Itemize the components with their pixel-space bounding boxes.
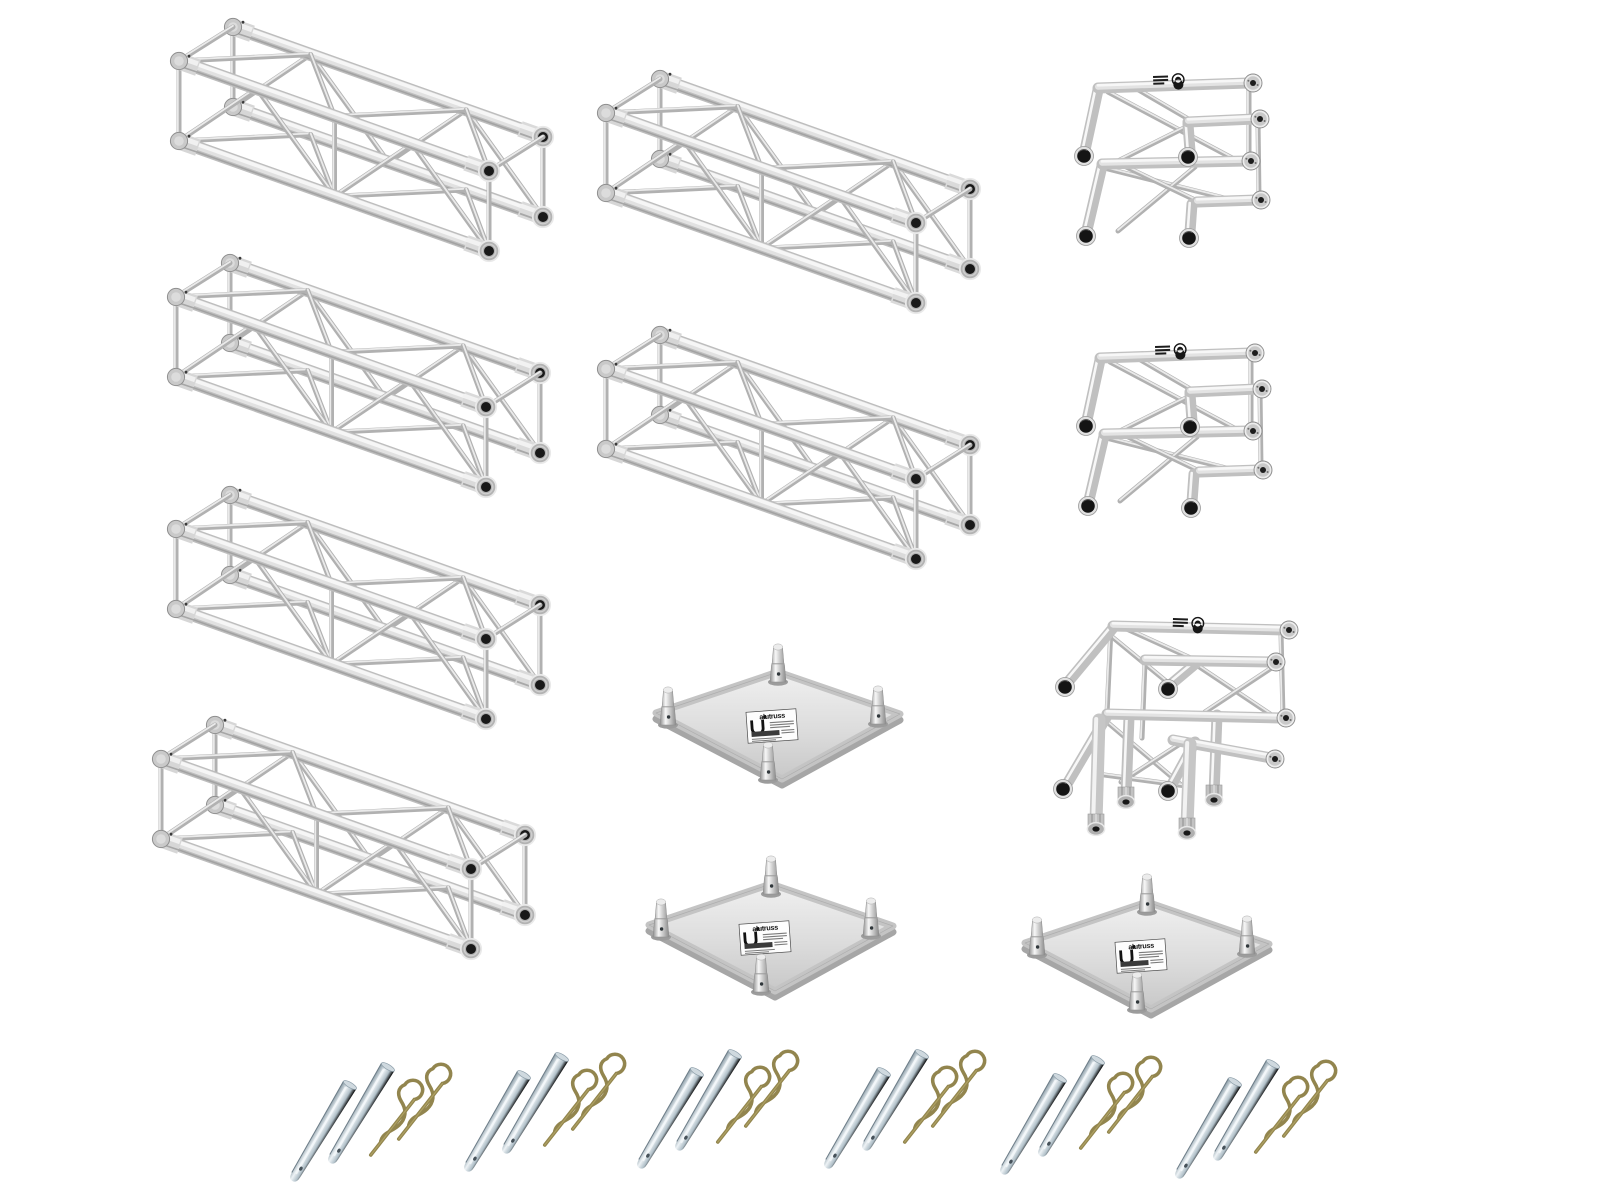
- straight-truss-5: [597, 70, 980, 313]
- straight-truss-4: [152, 716, 535, 959]
- base-plate-3: [1025, 874, 1269, 1015]
- straight-truss-2: [167, 254, 550, 497]
- connector-set-6: [1171, 1057, 1339, 1182]
- corner-3way-1: [1054, 617, 1299, 840]
- connector-set-5: [996, 1053, 1164, 1178]
- straight-truss-1: [170, 18, 553, 261]
- straight-truss-3: [167, 486, 550, 729]
- corner-2way-2: [1077, 344, 1273, 518]
- connector-set-4: [820, 1047, 988, 1172]
- corner-2way-1: [1075, 74, 1271, 248]
- base-plate-2: [649, 856, 893, 997]
- connector-set-1: [286, 1060, 454, 1185]
- straight-truss-6: [597, 326, 980, 569]
- connector-set-3: [633, 1047, 801, 1172]
- connector-set-2: [460, 1050, 628, 1175]
- base-plate-1: [656, 644, 900, 785]
